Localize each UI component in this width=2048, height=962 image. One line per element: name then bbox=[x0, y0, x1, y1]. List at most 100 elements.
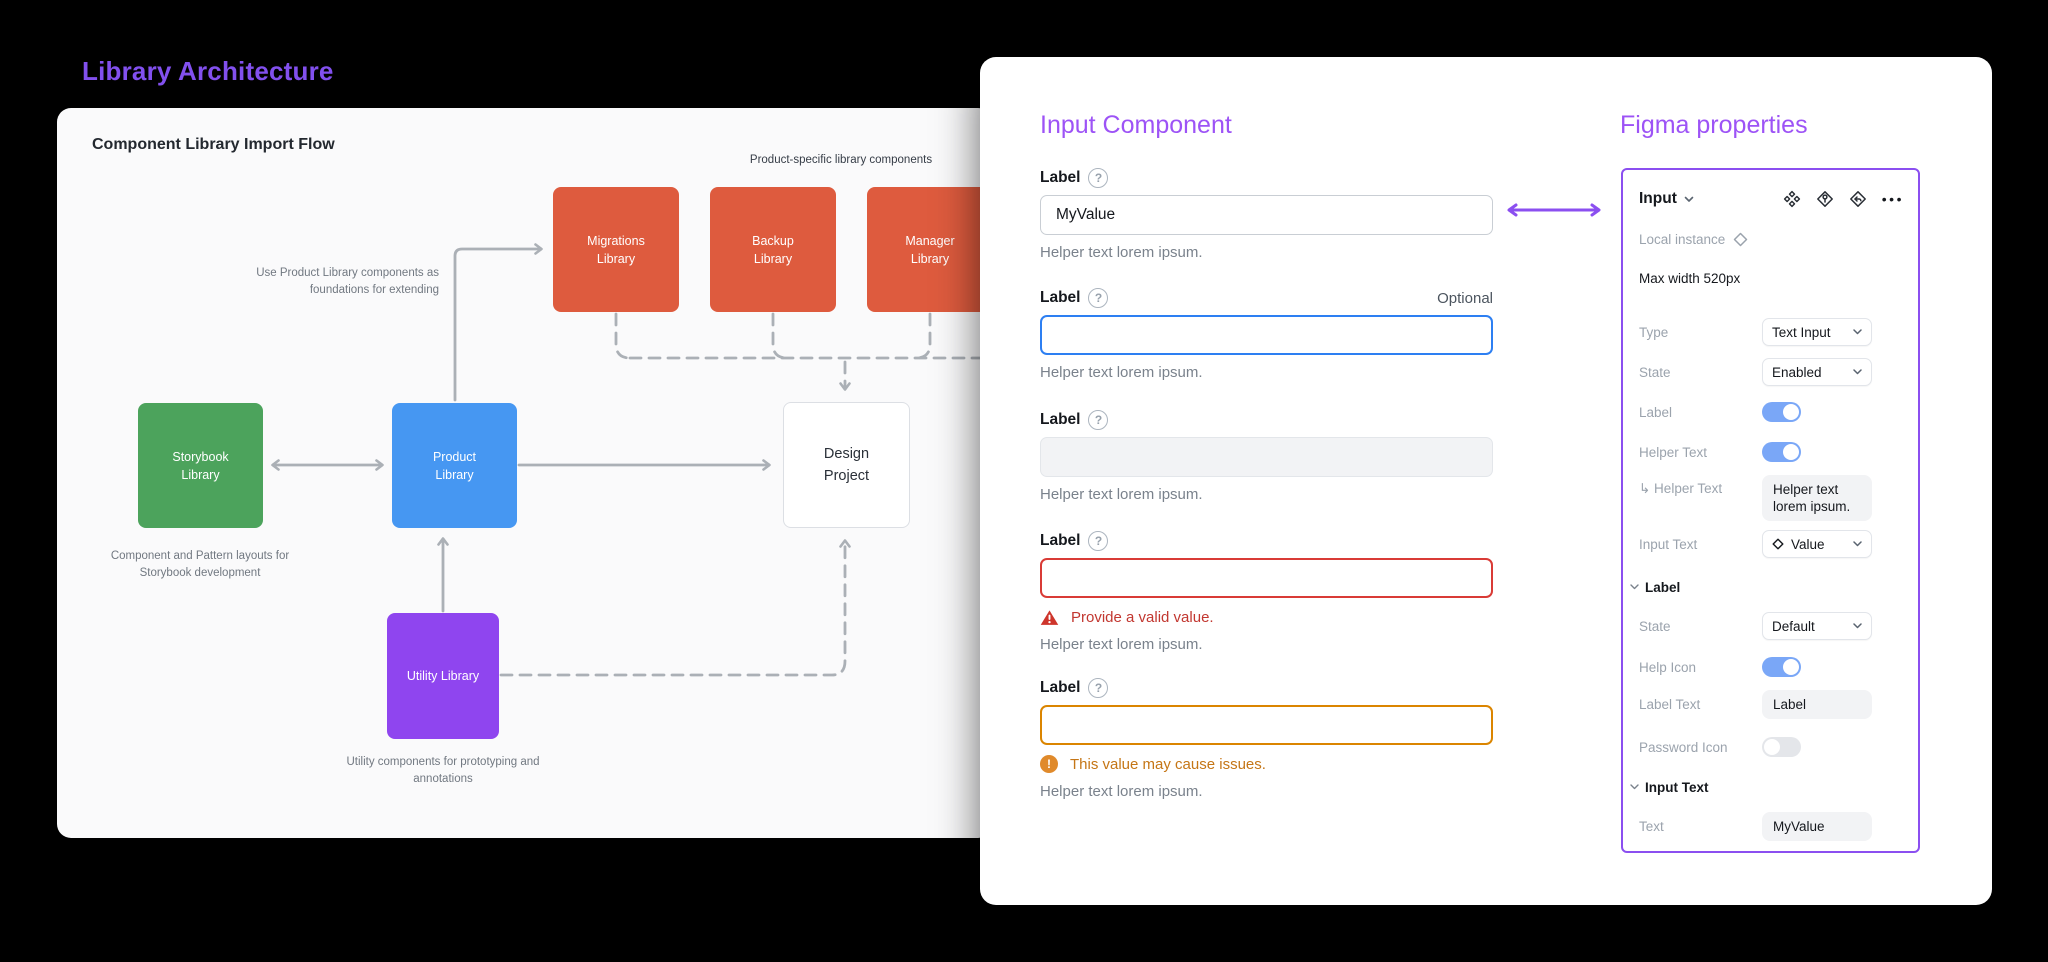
label-toggle[interactable] bbox=[1762, 402, 1801, 422]
toggle-knob bbox=[1783, 404, 1799, 420]
node-storybook-library: Storybook Library bbox=[138, 403, 263, 528]
diamond-icon bbox=[1772, 538, 1784, 550]
figma-panel-header: Input bbox=[1639, 188, 1904, 210]
text-input-focused[interactable] bbox=[1040, 315, 1493, 355]
help-icon[interactable]: ? bbox=[1088, 531, 1109, 551]
prop-label: State bbox=[1639, 618, 1671, 634]
error-row: Provide a valid value. bbox=[1040, 607, 1493, 627]
prop-label: State bbox=[1639, 364, 1671, 380]
field-label: Label bbox=[1040, 169, 1081, 186]
label-text-value[interactable]: Label bbox=[1762, 690, 1872, 719]
help-icon[interactable]: ? bbox=[1088, 410, 1109, 430]
field-label: Label bbox=[1040, 411, 1081, 428]
chevron-down-icon bbox=[1630, 584, 1639, 590]
helper-text-value[interactable]: Helper text lorem ipsum. bbox=[1762, 475, 1872, 521]
prop-row-helper-text: Helper Text bbox=[1639, 442, 1904, 462]
edge-manager-drop bbox=[914, 312, 932, 360]
node-migrations-library: Migrations Library bbox=[553, 187, 679, 312]
password-icon-toggle[interactable] bbox=[1762, 737, 1801, 757]
prop-label: Help Icon bbox=[1639, 659, 1697, 675]
prop-label: Label Text bbox=[1639, 697, 1701, 712]
toggle-knob bbox=[1764, 739, 1780, 755]
prop-row-help-icon: Help Icon bbox=[1639, 657, 1904, 677]
prop-row-type: Type Text Input bbox=[1639, 318, 1904, 346]
help-icon[interactable]: ? bbox=[1088, 288, 1109, 308]
type-dropdown[interactable]: Text Input bbox=[1762, 318, 1872, 346]
more-icon[interactable]: ••• bbox=[1881, 191, 1904, 207]
instance-pin-icon[interactable] bbox=[1816, 190, 1834, 208]
prop-label: ↳ Helper Text bbox=[1639, 481, 1723, 496]
text-input-warning[interactable] bbox=[1040, 705, 1493, 745]
prop-row-label-state: State Default bbox=[1639, 612, 1904, 640]
caption-extend: Use Product Library components as founda… bbox=[256, 267, 439, 296]
prop-row-label-text: Label Text Label bbox=[1639, 690, 1904, 719]
warning-message: This value may cause issues. bbox=[1070, 755, 1266, 773]
instance-note: Local instance bbox=[1639, 231, 1726, 247]
text-input-error[interactable] bbox=[1040, 558, 1493, 598]
prop-row-text: Text MyValue bbox=[1639, 812, 1904, 841]
state-dropdown[interactable]: Enabled bbox=[1762, 358, 1872, 386]
chevron-down-icon[interactable] bbox=[1684, 196, 1694, 203]
header-icons: ••• bbox=[1783, 190, 1904, 208]
detail-panel: Input Component Label ? Helper text lore… bbox=[980, 57, 1992, 905]
input-group-disabled: Label ? Helper text lorem ipsum. bbox=[1040, 409, 1493, 503]
section-label[interactable]: Label bbox=[1630, 580, 1904, 595]
diagram-card: Component Library Import Flow Product-sp… bbox=[57, 108, 992, 838]
text-input-default[interactable] bbox=[1040, 195, 1493, 235]
text-value[interactable]: MyValue bbox=[1762, 812, 1872, 841]
chevron-down-icon bbox=[1853, 623, 1862, 629]
helper-text: Helper text lorem ipsum. bbox=[1040, 636, 1203, 653]
section-input-text[interactable]: Input Text bbox=[1630, 780, 1904, 795]
field-label: Label bbox=[1040, 289, 1081, 306]
error-triangle-icon bbox=[1040, 609, 1059, 625]
prop-row-state: State Enabled bbox=[1639, 358, 1904, 386]
label-row: Label ? bbox=[1040, 167, 1493, 189]
help-icon[interactable]: ? bbox=[1088, 168, 1109, 188]
helper-text: Helper text lorem ipsum. bbox=[1040, 486, 1203, 503]
prop-row-label: Label bbox=[1639, 402, 1904, 422]
chevron-down-icon bbox=[1853, 369, 1862, 375]
diagram-title: Component Library Import Flow bbox=[92, 136, 335, 153]
prop-label: Password Icon bbox=[1639, 739, 1728, 755]
input-text-dropdown[interactable]: Value bbox=[1762, 530, 1872, 558]
label-row: Label ? bbox=[1040, 530, 1493, 552]
node-product-library: Product Library bbox=[392, 403, 517, 528]
link-double-arrow-icon bbox=[1507, 203, 1601, 217]
edge-utility-design bbox=[499, 539, 851, 677]
revert-instance-icon[interactable] bbox=[1849, 190, 1867, 208]
edge-product-migrations bbox=[453, 243, 543, 402]
chevron-down-icon bbox=[1853, 541, 1862, 547]
help-icon-toggle[interactable] bbox=[1762, 657, 1801, 677]
helper-text: Helper text lorem ipsum. bbox=[1040, 783, 1203, 800]
component-name[interactable]: Input bbox=[1639, 190, 1677, 207]
field-label: Label bbox=[1040, 532, 1081, 549]
prop-label: Text bbox=[1639, 819, 1664, 834]
chevron-down-icon bbox=[1853, 329, 1862, 335]
component-icon[interactable] bbox=[1783, 190, 1801, 208]
prop-row-input-text: Input Text Value bbox=[1639, 530, 1904, 558]
toggle-knob bbox=[1783, 444, 1799, 460]
helper-text: Helper text lorem ipsum. bbox=[1040, 364, 1203, 381]
warning-row: ! This value may cause issues. bbox=[1040, 754, 1493, 774]
input-group-warning: Label ? ! This value may cause issues. H… bbox=[1040, 677, 1493, 800]
diagram-edges bbox=[271, 243, 992, 677]
max-width-note: Max width 520px bbox=[1639, 270, 1741, 286]
input-group-focused: Label ? Optional Helper text lorem ipsum… bbox=[1040, 287, 1493, 381]
input-component-section: Input Component Label ? Helper text lore… bbox=[1040, 57, 1493, 905]
caption-storybook: Component and Pattern layouts for Storyb… bbox=[110, 550, 290, 579]
toggle-knob bbox=[1783, 659, 1799, 675]
figma-properties-heading: Figma properties bbox=[1620, 111, 1808, 139]
node-backup-library: Backup Library bbox=[710, 187, 836, 312]
prop-label: Type bbox=[1639, 324, 1669, 340]
field-label: Label bbox=[1040, 679, 1081, 696]
helper-text-toggle[interactable] bbox=[1762, 442, 1801, 462]
input-group-error: Label ? Provide a valid value. Helper te… bbox=[1040, 530, 1493, 653]
node-design-project: Design Project bbox=[783, 402, 910, 528]
label-state-dropdown[interactable]: Default bbox=[1762, 612, 1872, 640]
prop-label: Input Text bbox=[1639, 536, 1698, 552]
prop-row-helper-text-value: ↳ Helper Text Helper text lorem ipsum. bbox=[1639, 475, 1904, 521]
help-icon[interactable]: ? bbox=[1088, 678, 1109, 698]
prop-row-password-icon: Password Icon bbox=[1639, 737, 1904, 757]
edge-migrations-drop bbox=[614, 312, 632, 360]
